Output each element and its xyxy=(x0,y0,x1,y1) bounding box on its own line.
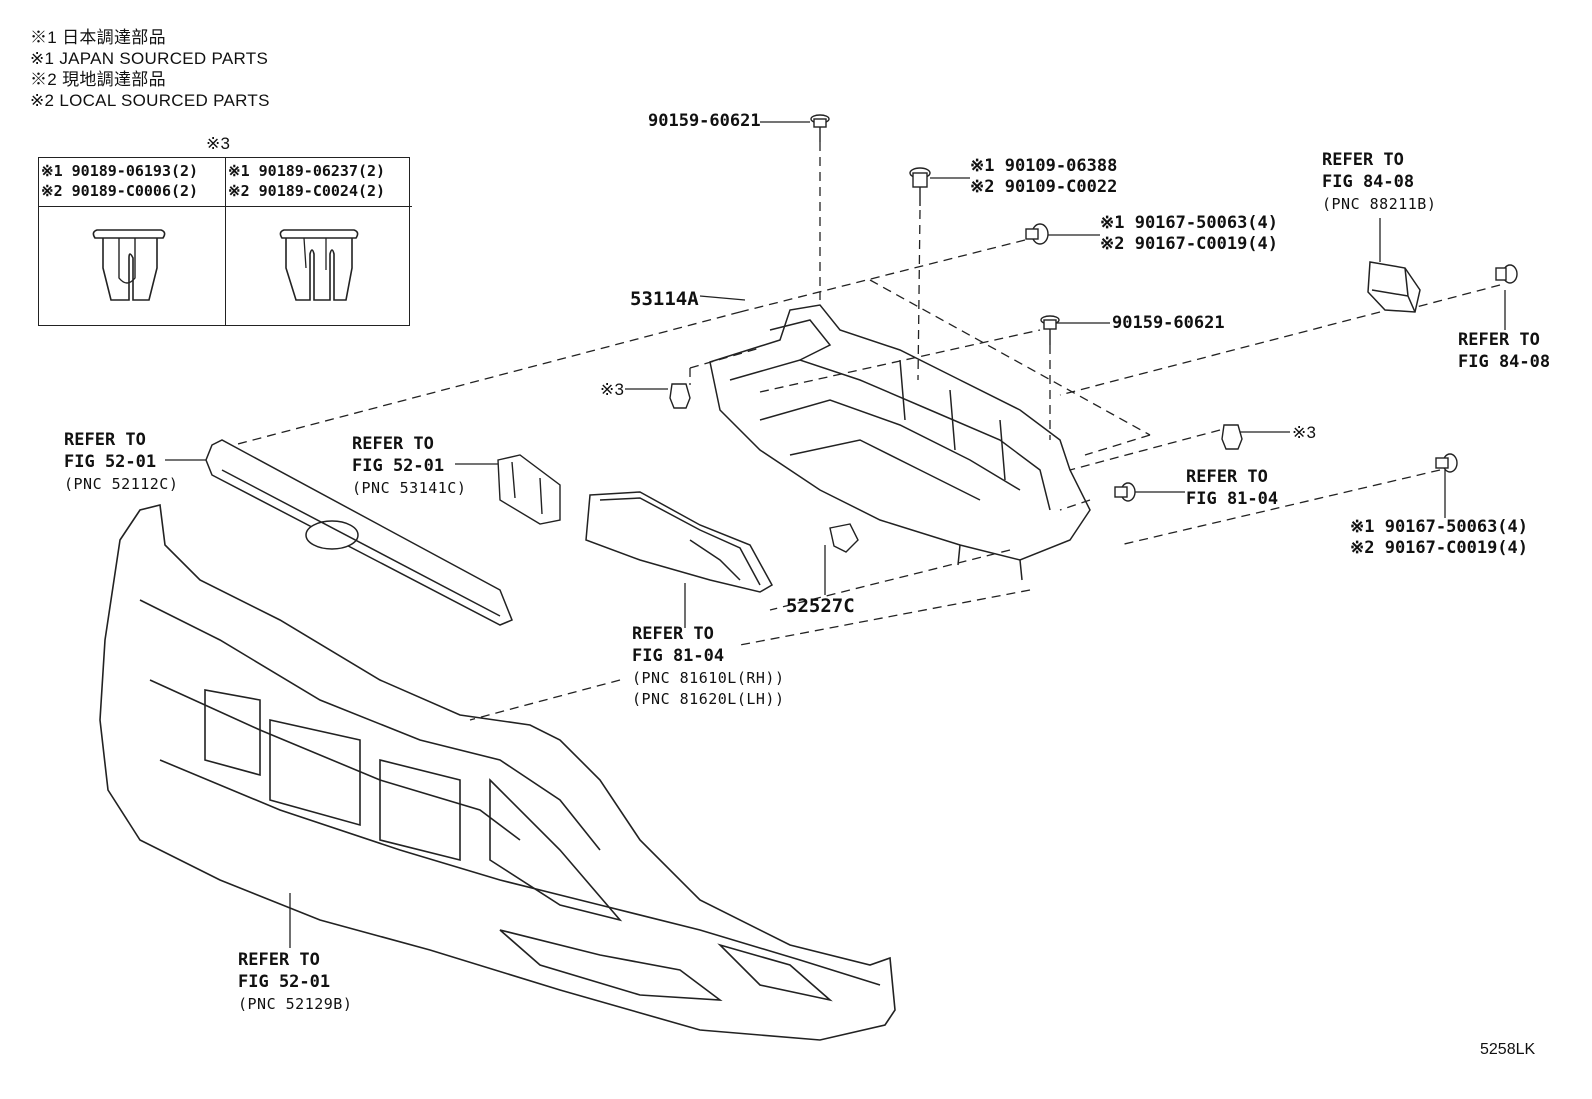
grille-trim-upper xyxy=(205,439,513,626)
refer-bumper-line2: FIG 52-01 xyxy=(238,972,331,992)
refer-bumper-line1: REFER TO xyxy=(238,950,320,970)
bumper-support-bracket xyxy=(709,304,1091,581)
label-screw-upper-japan: ※1 90167-50063(4) xyxy=(1100,213,1279,233)
label-bolt-right: 90159-60621 xyxy=(1112,313,1225,333)
bolt-right-icon xyxy=(1040,315,1060,345)
note-japan-en: ※1 JAPAN SOURCED PARTS xyxy=(30,49,269,68)
side-bracket xyxy=(497,454,561,525)
kit-2-part-local: ※2 90189-C0024(2) xyxy=(228,182,386,200)
leader-lines xyxy=(165,121,1506,948)
refer-bumper-pnc: (PNC 52129B) xyxy=(238,995,353,1013)
refer-bracket-line1: REFER TO xyxy=(352,434,434,454)
kit-2-part-japan: ※1 90189-06237(2) xyxy=(228,162,386,180)
refer-sensor-line2: FIG 84-08 xyxy=(1322,172,1415,192)
bolt-top-icon xyxy=(810,114,830,142)
clip-b-icon xyxy=(279,229,359,301)
kit-1-part-japan: ※1 90189-06193(2) xyxy=(41,162,199,180)
refer-lamp-bolt-line2: FIG 81-04 xyxy=(1186,489,1279,509)
diagram-code: 5258LK xyxy=(1480,1041,1536,1058)
radar-sensor xyxy=(1367,261,1421,313)
refer-sensor-bolt-line2: FIG 84-08 xyxy=(1458,352,1551,372)
label-bolt-mid-japan: ※1 90109-06388 xyxy=(970,156,1118,176)
screw-upper-icon xyxy=(1025,223,1049,245)
label-screw-upper-local: ※2 90167-C0019(4) xyxy=(1100,234,1279,254)
refer-sensor-pnc: (PNC 88211B) xyxy=(1322,195,1437,213)
label-clip-left: ※3 xyxy=(600,380,625,399)
part-52527c-icon xyxy=(829,523,859,553)
sensor-bolt-icon xyxy=(1495,264,1518,284)
note-local-jp: ※2 現地調達部品 xyxy=(30,70,166,89)
screw-lower-icon xyxy=(1435,453,1458,473)
refer-grille-line1: REFER TO xyxy=(64,430,146,450)
fog-lamp xyxy=(585,491,774,593)
label-bolt-mid-local: ※2 90109-C0022 xyxy=(970,177,1118,197)
refer-grille-line2: FIG 52-01 xyxy=(64,452,157,472)
refer-sensor-line1: REFER TO xyxy=(1322,150,1404,170)
label-bolt-top: 90159-60621 xyxy=(648,111,761,131)
clip-right-icon xyxy=(1221,424,1243,450)
refer-sensor-bolt-line1: REFER TO xyxy=(1458,330,1540,350)
refer-grille-pnc: (PNC 52112C) xyxy=(64,475,179,493)
label-clip-right: ※3 xyxy=(1292,423,1317,442)
dashed-alignment-lines xyxy=(214,142,1501,721)
note-japan-jp: ※1 日本調達部品 xyxy=(30,28,166,47)
bolt-mid-icon xyxy=(909,167,931,206)
kit-column-2-header: ※1 90189-06237(2) ※2 90189-C0024(2) xyxy=(226,158,412,207)
label-part-53114a: 53114A xyxy=(630,288,699,310)
kit-column-2: ※1 90189-06237(2) ※2 90189-C0024(2) xyxy=(225,158,412,325)
kit-column-1-header: ※1 90189-06193(2) ※2 90189-C0006(2) xyxy=(39,158,225,207)
label-screw-lower-japan: ※1 90167-50063(4) xyxy=(1350,517,1529,537)
clip-left-icon xyxy=(669,383,691,409)
refer-lamp-pnc-lh: (PNC 81620L(LH)) xyxy=(632,690,785,708)
refer-lamp-line2: FIG 81-04 xyxy=(632,646,725,666)
refer-bracket-line2: FIG 52-01 xyxy=(352,456,445,476)
kit-1-part-local: ※2 90189-C0006(2) xyxy=(41,182,199,200)
refer-lamp-bolt-line1: REFER TO xyxy=(1186,467,1268,487)
refer-lamp-pnc-rh: (PNC 81610L(RH)) xyxy=(632,669,785,687)
refer-lamp-line1: REFER TO xyxy=(632,624,714,644)
front-bumper-cover xyxy=(99,504,896,1041)
kit-table-marker: ※3 xyxy=(206,134,231,153)
kit-column-1: ※1 90189-06193(2) ※2 90189-C0006(2) xyxy=(39,158,225,325)
lamp-bolt-icon xyxy=(1114,482,1136,502)
fasteners xyxy=(669,114,1518,553)
refer-bracket-pnc: (PNC 53141C) xyxy=(352,479,467,497)
label-part-52527c: 52527C xyxy=(786,595,855,617)
label-screw-lower-local: ※2 90167-C0019(4) xyxy=(1350,538,1529,558)
clip-kit-table: ※1 90189-06193(2) ※2 90189-C0006(2) ※1 9… xyxy=(38,157,412,326)
note-local-en: ※2 LOCAL SOURCED PARTS xyxy=(30,91,270,110)
clip-a-icon xyxy=(92,229,166,301)
